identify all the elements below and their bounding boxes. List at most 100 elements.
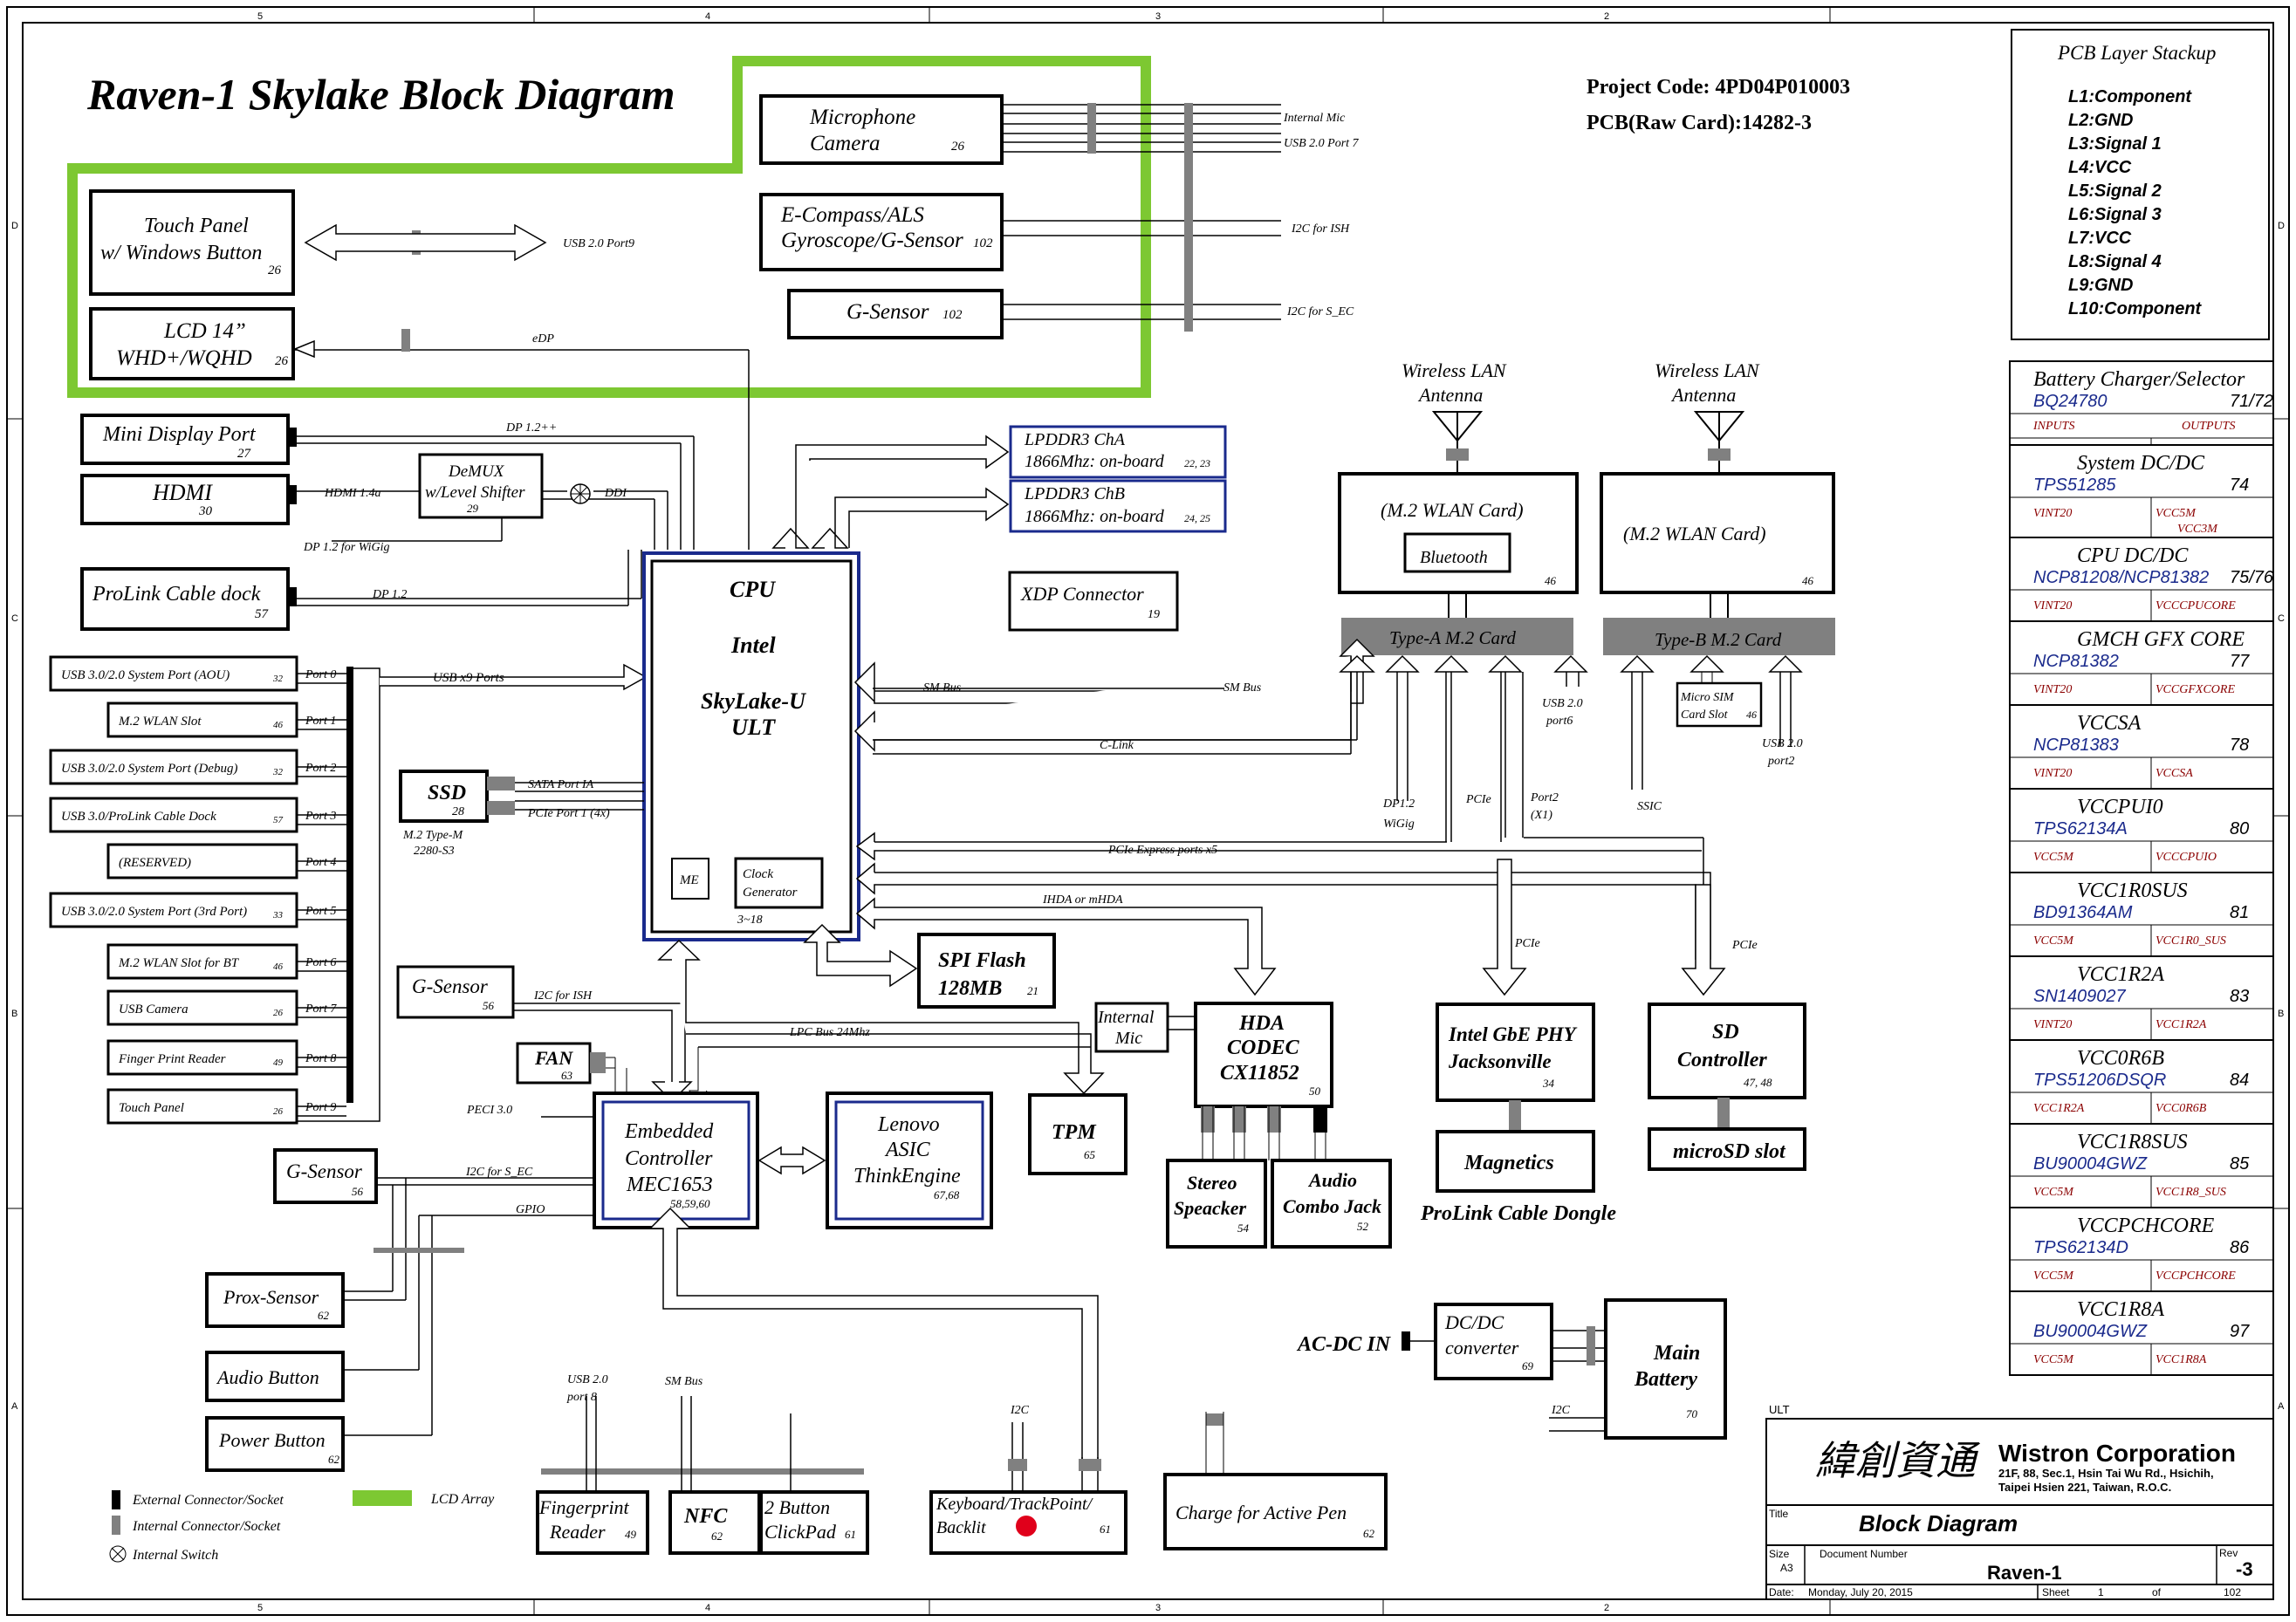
signal-port2-x1: (X1): [1531, 809, 1552, 822]
ssd-sata-connector: [487, 777, 515, 790]
svg-text:VINT20: VINT20: [2033, 1018, 2072, 1031]
svg-text:Camera: Camera: [810, 132, 881, 155]
svg-text:ULT: ULT: [1769, 1403, 1790, 1416]
stackup-layer: L3:Signal 1: [2068, 134, 2162, 154]
svg-text:w/ Windows Button: w/ Windows Button: [100, 242, 262, 264]
svg-text:78: 78: [2230, 736, 2249, 755]
svg-text:SkyLake-U: SkyLake-U: [701, 688, 806, 714]
stackup-layer: L6:Signal 3: [2068, 205, 2162, 224]
svg-text:128MB: 128MB: [938, 977, 1002, 1000]
svg-text:E-Compass/ALS: E-Compass/ALS: [780, 203, 924, 227]
svg-text:LPDDR3 ChA: LPDDR3 ChA: [1024, 430, 1126, 449]
svg-text:80: 80: [2230, 819, 2249, 838]
svg-text:Mic: Mic: [1114, 1029, 1142, 1048]
svg-text:NCP81382: NCP81382: [2033, 652, 2119, 671]
svg-text:50: 50: [1309, 1085, 1321, 1098]
audio-button-block: Audio Button: [205, 1351, 345, 1402]
svg-text:Embedded: Embedded: [624, 1120, 714, 1143]
connector: [1087, 103, 1096, 154]
micro-sim-slot: Micro SIM Card Slot 46: [1676, 672, 1763, 728]
svg-text:Wireless LAN: Wireless LAN: [1655, 359, 1760, 381]
svg-text:OUTPUTS: OUTPUTS: [2182, 420, 2235, 433]
svg-text:BD91364AM: BD91364AM: [2033, 903, 2133, 922]
svg-text:1: 1: [2098, 1586, 2104, 1598]
signal-edp: eDP: [532, 332, 554, 346]
signal-i2c-sec: I2C for S_EC: [1286, 305, 1354, 318]
svg-text:MEC1653: MEC1653: [626, 1174, 713, 1196]
svg-text:1866Mhz: on-board: 1866Mhz: on-board: [1025, 507, 1165, 526]
svg-text:58,59,60: 58,59,60: [670, 1197, 710, 1210]
col-label: 5: [257, 1603, 263, 1613]
row-label: D: [11, 221, 18, 231]
svg-text:Port 7: Port 7: [305, 1003, 337, 1016]
audio-combo-jack-block: Audio Combo Jack 52: [1271, 1159, 1392, 1249]
keyboard-trackpoint-block: Keyboard/TrackPoint/ Backlit 61: [929, 1490, 1127, 1555]
svg-text:26: 26: [275, 354, 289, 368]
svg-text:ME: ME: [679, 873, 699, 887]
col-label: 3: [1155, 11, 1161, 22]
svg-text:32: 32: [272, 674, 284, 684]
svg-text:VCCPUI0: VCCPUI0: [2077, 796, 2163, 818]
ecompass-block: E-Compass/ALS Gyroscope/G-Sensor 102: [759, 193, 1004, 271]
svg-text:26: 26: [273, 1008, 284, 1018]
svg-text:56: 56: [352, 1185, 364, 1198]
svg-text:77: 77: [2230, 652, 2250, 671]
svg-text:LPDDR3 ChB: LPDDR3 ChB: [1024, 484, 1125, 503]
svg-text:VINT20: VINT20: [2033, 599, 2072, 613]
svg-text:34: 34: [1542, 1077, 1555, 1090]
lpc-bus-arrow: [657, 939, 1105, 1095]
signal-lpc: LPC Bus 24Mhz: [789, 1026, 870, 1039]
svg-text:27: 27: [237, 447, 252, 461]
m2-arrowheads: [1339, 654, 1803, 673]
svg-text:54: 54: [1237, 1222, 1250, 1235]
svg-text:M.2 WLAN Slot: M.2 WLAN Slot: [118, 715, 202, 729]
svg-text:Document Number: Document Number: [1820, 1548, 1908, 1560]
svg-text:Rev: Rev: [2219, 1547, 2238, 1559]
svg-text:85: 85: [2230, 1154, 2250, 1174]
usb-bus-bar: [346, 667, 353, 1103]
svg-text:SSD: SSD: [428, 782, 466, 804]
svg-text:WHD+/WQHD: WHD+/WQHD: [116, 346, 252, 370]
svg-text:VCC5M: VCC5M: [2033, 1270, 2074, 1283]
svg-text:ULT: ULT: [731, 715, 776, 740]
signal-usb6: USB 2.0: [1542, 697, 1583, 710]
microsd-slot-block: microSD slot: [1648, 1127, 1806, 1171]
svg-text:56: 56: [483, 999, 495, 1012]
wlan-card-b: (M.2 WLAN Card) 46 Type-B M.2 Card: [1600, 472, 1835, 655]
svg-text:2280-S3: 2280-S3: [414, 845, 455, 858]
signal-usb-port9: USB 2.0 Port9: [563, 237, 634, 250]
svg-text:46: 46: [1802, 574, 1814, 587]
signal-sata: SATA Port IA: [528, 778, 594, 791]
kb-connector-2: [1079, 1459, 1101, 1471]
svg-text:Audio Button: Audio Button: [216, 1366, 319, 1388]
svg-text:22, 23: 22, 23: [1184, 457, 1210, 469]
signal-peci: PECI 3.0: [466, 1104, 512, 1117]
signal-smbus-2: SM Bus: [1223, 681, 1262, 695]
signal-ddi: DDI: [604, 487, 627, 500]
svg-text:(M.2 WLAN Card): (M.2 WLAN Card): [1381, 499, 1524, 521]
svg-text:TPS62134D: TPS62134D: [2033, 1238, 2128, 1257]
gbe-phy-block: Intel GbE PHY Jacksonville 34: [1436, 1003, 1595, 1102]
magnetics-block: Magnetics: [1436, 1130, 1595, 1193]
svg-text:CODEC: CODEC: [1227, 1037, 1300, 1059]
svg-text:VCCCPUCORE: VCCCPUCORE: [2155, 599, 2236, 613]
svg-text:TPS62134A: TPS62134A: [2033, 819, 2128, 838]
signal-pcie-m2: PCIe: [1465, 793, 1491, 806]
two-button-clickpad-block: 2 Button ClickPad 61: [759, 1490, 869, 1555]
svg-text:Audio: Audio: [1307, 1169, 1357, 1191]
svg-text:Card Slot: Card Slot: [1681, 708, 1729, 722]
svg-text:Touch Panel: Touch Panel: [119, 1101, 184, 1115]
row-label: C: [11, 613, 18, 624]
svg-text:SPI Flash: SPI Flash: [938, 949, 1026, 972]
svg-text:75/76: 75/76: [2230, 568, 2274, 587]
clock-generator-block: [734, 857, 824, 909]
svg-text:SD: SD: [1712, 1021, 1739, 1044]
touch-panel-block: Touch Panel w/ Windows Button 26: [89, 189, 295, 296]
sim-arrow: [1689, 654, 1724, 673]
svg-text:CX11852: CX11852: [1220, 1062, 1299, 1085]
